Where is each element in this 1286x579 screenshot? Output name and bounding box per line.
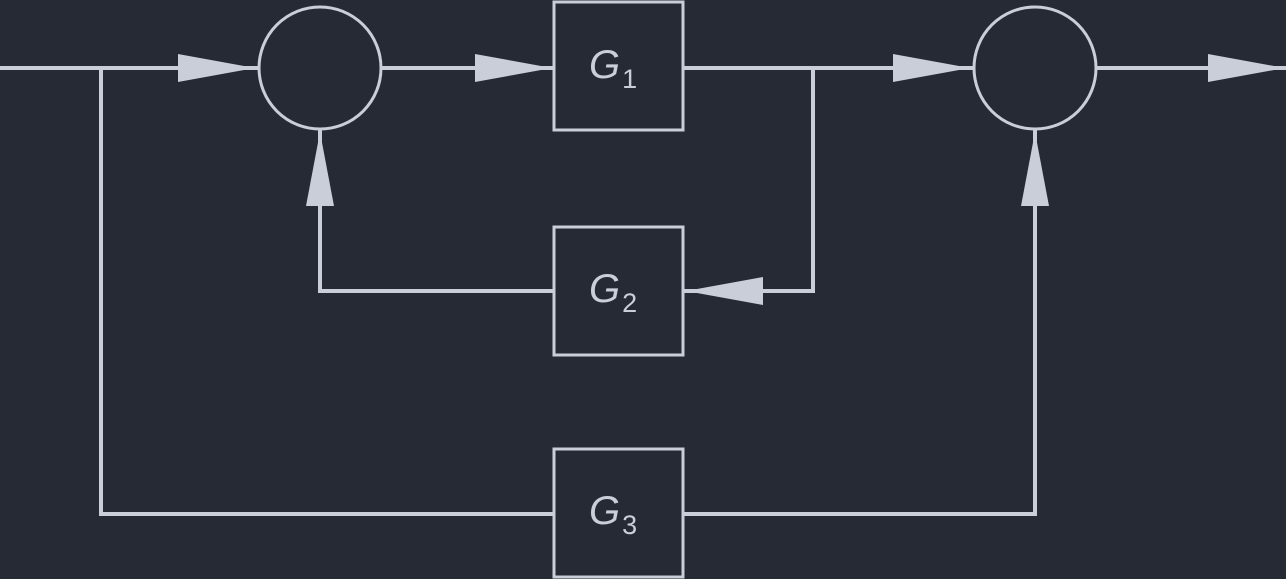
wire-g2-to-sum1 (318, 129, 554, 293)
arrowhead-into-sum2 (893, 54, 970, 82)
svg-text:G1: G1 (589, 43, 637, 94)
svg-text:G2: G2 (589, 267, 637, 318)
wire-input-to-g3 (99, 68, 554, 516)
block-g1-symbol: G (589, 43, 620, 87)
arrowhead-into-sum1 (178, 54, 255, 82)
arrowhead-g3-into-sum2 (1021, 132, 1049, 206)
summing-junction-1 (257, 5, 383, 131)
svg-text:G3: G3 (589, 489, 637, 540)
arrowhead-into-g1 (475, 54, 552, 82)
wire-g3-to-sum2 (683, 129, 1037, 516)
arrowhead-into-g2 (686, 277, 763, 305)
block-g2: G2 (552, 225, 685, 357)
block-g1: G1 (552, 0, 685, 132)
block-g3-subscript: 3 (622, 510, 637, 540)
arrowhead-output (1208, 54, 1285, 82)
wire-g1-to-g2 (683, 68, 815, 293)
summing-junction-2 (972, 5, 1098, 131)
block-g3: G3 (552, 447, 685, 579)
block-g1-subscript: 1 (622, 64, 637, 94)
block-g3-symbol: G (589, 489, 620, 533)
block-g2-subscript: 2 (622, 288, 637, 318)
arrowhead-g2-into-sum1 (306, 132, 334, 206)
block-g2-symbol: G (589, 267, 620, 311)
